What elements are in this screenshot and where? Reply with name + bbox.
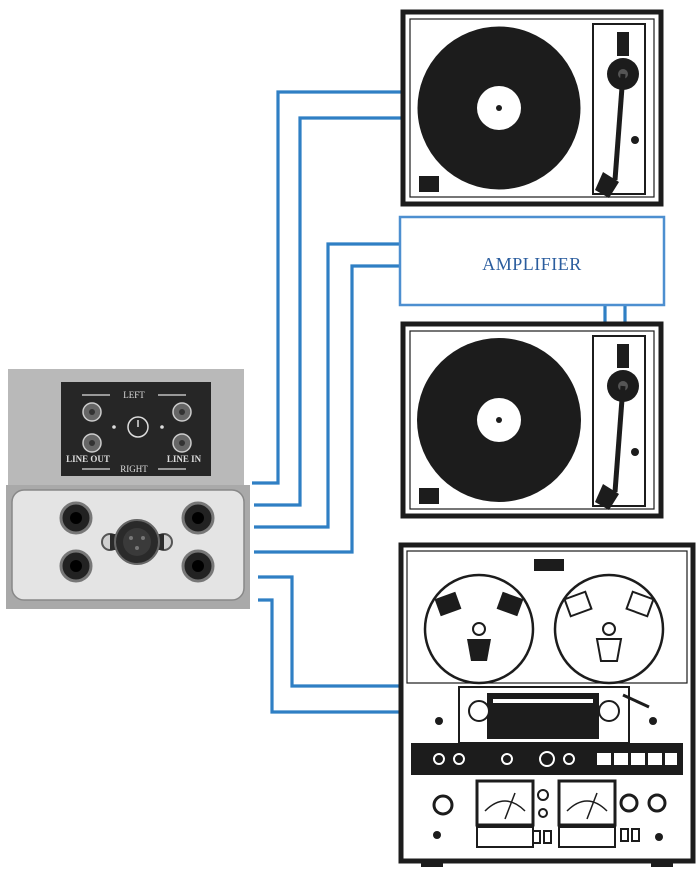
rca-jack-icon [172, 402, 192, 422]
panel-label-right: RIGHT [120, 464, 148, 474]
turntable-top [400, 9, 664, 207]
connector-panel: LEFT RIGHT LINE OUT LINE IN [6, 369, 250, 609]
reel-left [423, 573, 535, 685]
reel-right [553, 573, 665, 685]
tonearm [612, 385, 626, 493]
rca-jack-icon [181, 549, 215, 583]
rca-jack-icon [181, 501, 215, 535]
cable-turntable-top-1 [252, 90, 404, 485]
cable-tape-deck-1 [258, 575, 404, 688]
meter-section [432, 779, 667, 848]
rca-jack-icon [59, 501, 93, 535]
label-line-out: LINE OUT [66, 454, 110, 464]
din-socket-icon [100, 519, 174, 565]
rca-jack-icon [172, 433, 192, 453]
rca-jack-icon [59, 549, 93, 583]
cable-bundle [207, 90, 627, 714]
tonearm [612, 73, 626, 181]
cable-turntable-top-2 [254, 116, 404, 507]
turntable-bottom [400, 321, 664, 519]
tape-deck [398, 542, 696, 867]
din-socket-icon [127, 416, 149, 438]
panel-plate [61, 382, 211, 476]
amplifier-label: AMPLIFIER [482, 254, 582, 274]
panel-label-left: LEFT [123, 390, 145, 400]
cable-amplifier-1 [254, 242, 402, 529]
label-line-in: LINE IN [167, 454, 202, 464]
cable-amplifier-2 [254, 264, 402, 554]
cable-tape-deck-2 [258, 598, 404, 714]
rca-jack-icon [82, 433, 102, 453]
amplifier-box: AMPLIFIER [398, 215, 666, 307]
rca-jack-icon [82, 402, 102, 422]
